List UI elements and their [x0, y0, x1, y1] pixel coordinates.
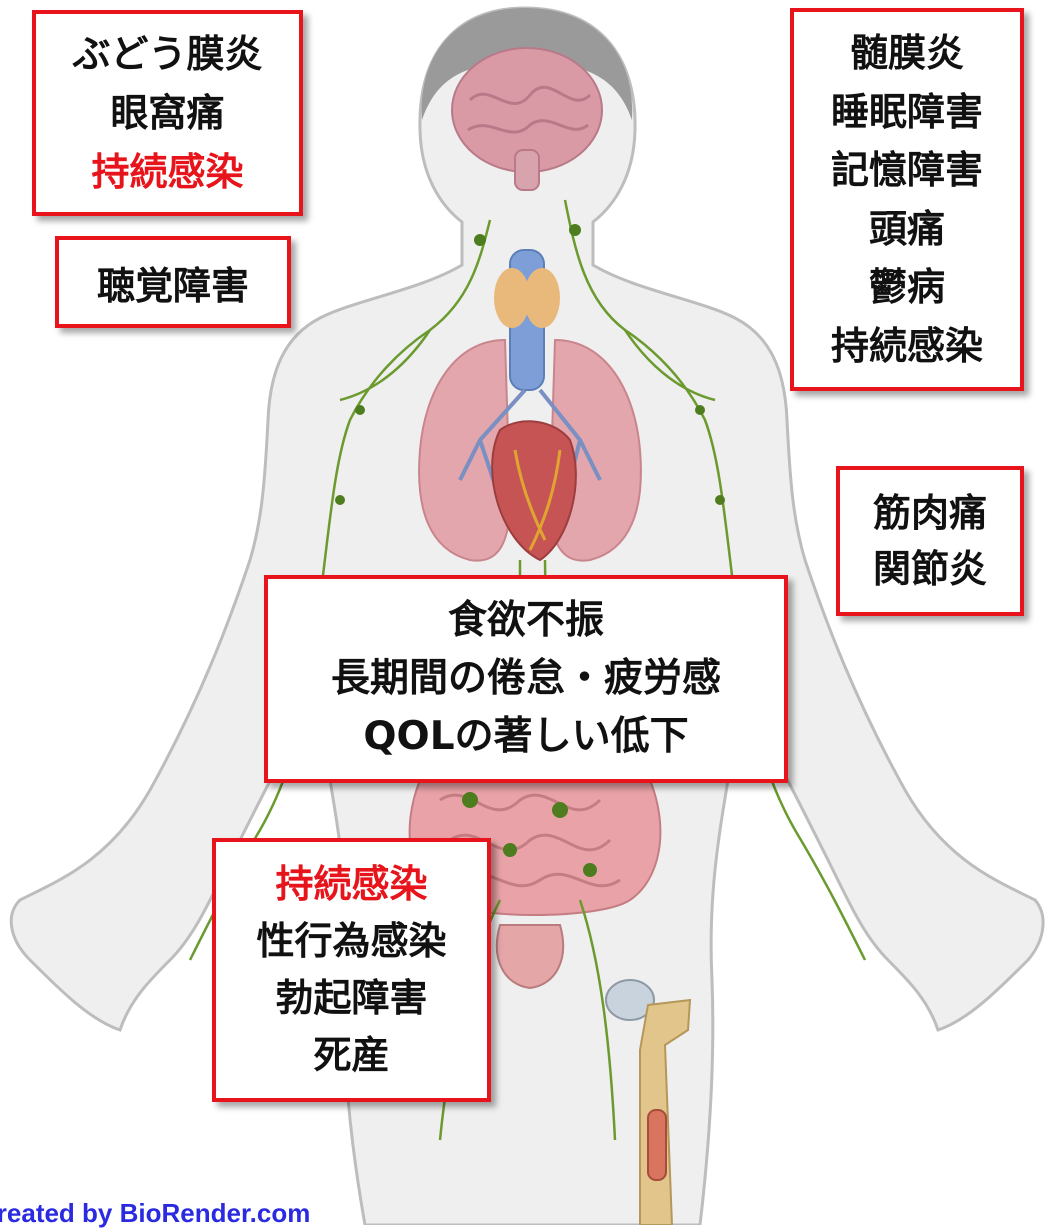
symptom-qol-decline: QOLの著しい低下 [363, 708, 688, 766]
symptom-uveitis: ぶどう膜炎 [72, 25, 262, 84]
symptom-sexual-transmission: 性行為感染 [256, 913, 446, 970]
symptom-orbital-pain: 眼窩痛 [110, 84, 224, 143]
symptom-persistent-infection: 持続感染 [91, 143, 243, 202]
symptom-stillbirth: 死産 [313, 1027, 389, 1084]
neuro-symptoms-box: 髄膜炎 睡眠障害 記憶障害 頭痛 鬱病 持続感染 [790, 8, 1024, 391]
symptom-hearing-impairment: 聴覚障害 [97, 255, 249, 310]
symptom-headache: 頭痛 [869, 200, 945, 259]
symptom-sleep-disorder: 睡眠障害 [831, 83, 983, 142]
biorender-credit: Created by BioRender.com [0, 1198, 310, 1229]
eye-symptoms-box: ぶどう膜炎 眼窩痛 持続感染 [32, 10, 303, 216]
symptom-persistent-infection: 持続感染 [831, 317, 983, 376]
symptom-erectile-dysfunction: 勃起障害 [275, 970, 427, 1027]
symptom-depression: 鬱病 [869, 258, 945, 317]
symptom-meningitis: 髄膜炎 [850, 24, 964, 83]
reproductive-symptoms-box: 持続感染 性行為感染 勃起障害 死産 [212, 838, 491, 1102]
symptom-fatigue: 長期間の倦怠・疲労感 [331, 650, 721, 708]
symptom-persistent-infection: 持続感染 [275, 856, 427, 913]
ear-symptoms-box: 聴覚障害 [55, 236, 291, 328]
musculoskeletal-symptoms-box: 筋肉痛 関節炎 [836, 466, 1024, 616]
symptom-anorexia: 食欲不振 [448, 592, 604, 650]
symptom-memory-impairment: 記憶障害 [831, 141, 983, 200]
symptom-myalgia: 筋肉痛 [873, 485, 987, 541]
general-symptoms-box: 食欲不振 長期間の倦怠・疲労感 QOLの著しい低下 [264, 575, 788, 783]
symptom-arthritis: 関節炎 [873, 541, 987, 597]
